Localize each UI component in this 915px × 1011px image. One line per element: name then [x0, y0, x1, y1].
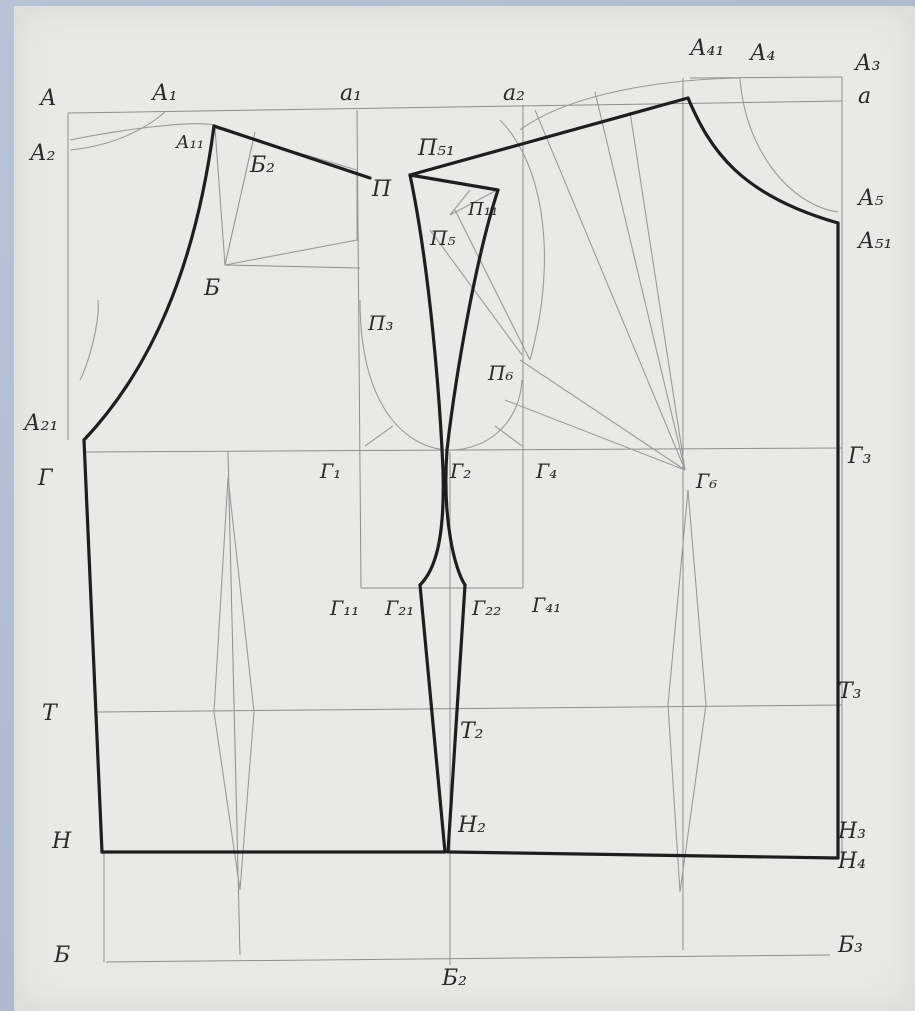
label-A4: А₄ — [748, 41, 775, 66]
label-P6: П₆ — [487, 361, 513, 385]
label-G4: Г₄ — [535, 459, 557, 483]
label-G1: Г₁ — [319, 459, 341, 483]
label-G41: Г₄₁ — [531, 593, 561, 617]
label-G2: Г₂ — [449, 459, 471, 483]
label-H2: Н₂ — [457, 813, 486, 838]
paper-sheet — [14, 6, 915, 1011]
label-G: Г — [37, 466, 54, 491]
label-a1: а₁ — [340, 81, 362, 106]
label-G21: Г₂₁ — [384, 596, 414, 620]
construction-lines — [67, 76, 843, 965]
label-H4: Н₄ — [837, 849, 866, 874]
label-a2: а₂ — [503, 81, 525, 106]
label-A5: А₅ — [856, 186, 884, 211]
label-A21: А₂₁ — [22, 411, 58, 436]
label-A1: А₁ — [150, 81, 177, 106]
label-P5: П₅ — [429, 226, 455, 250]
label-bottom2: Б₂ — [441, 966, 467, 991]
label-P11: П₁₁ — [467, 199, 498, 220]
label-H3: Н₃ — [837, 819, 866, 844]
label-bottom3: Б₃ — [837, 933, 863, 958]
label-T2: Т₂ — [460, 719, 484, 744]
label-B: Б — [203, 276, 220, 301]
label-A2: А₂ — [28, 141, 55, 166]
label-A51: А₅₁ — [856, 229, 892, 254]
label-A11: А₁₁ — [174, 132, 204, 153]
label-P51: П₅₁ — [417, 136, 455, 161]
label-A: А — [38, 86, 57, 111]
point-labels: А А₁ а₁ а₂ А₄₁ А₄ А₃ а А₂ А₁₁ Б₂ П₅₁ П П… — [22, 36, 892, 991]
label-H: Н — [51, 829, 72, 854]
label-G11: Г₁₁ — [329, 596, 359, 620]
label-G3: Г₃ — [847, 444, 871, 469]
label-P3: П₃ — [367, 311, 393, 335]
label-G22: Г₂₂ — [471, 596, 501, 620]
label-B2: Б₂ — [249, 153, 275, 178]
label-G6: Г₆ — [695, 469, 717, 493]
label-T: Т — [42, 701, 59, 726]
pattern-outline — [82, 96, 840, 860]
label-a: а — [858, 84, 871, 109]
label-bottom: Б — [53, 943, 70, 968]
label-P: П — [371, 177, 392, 202]
label-A41: А₄₁ — [688, 36, 724, 61]
label-A3: А₃ — [853, 51, 880, 76]
label-T3: Т₃ — [838, 679, 862, 704]
